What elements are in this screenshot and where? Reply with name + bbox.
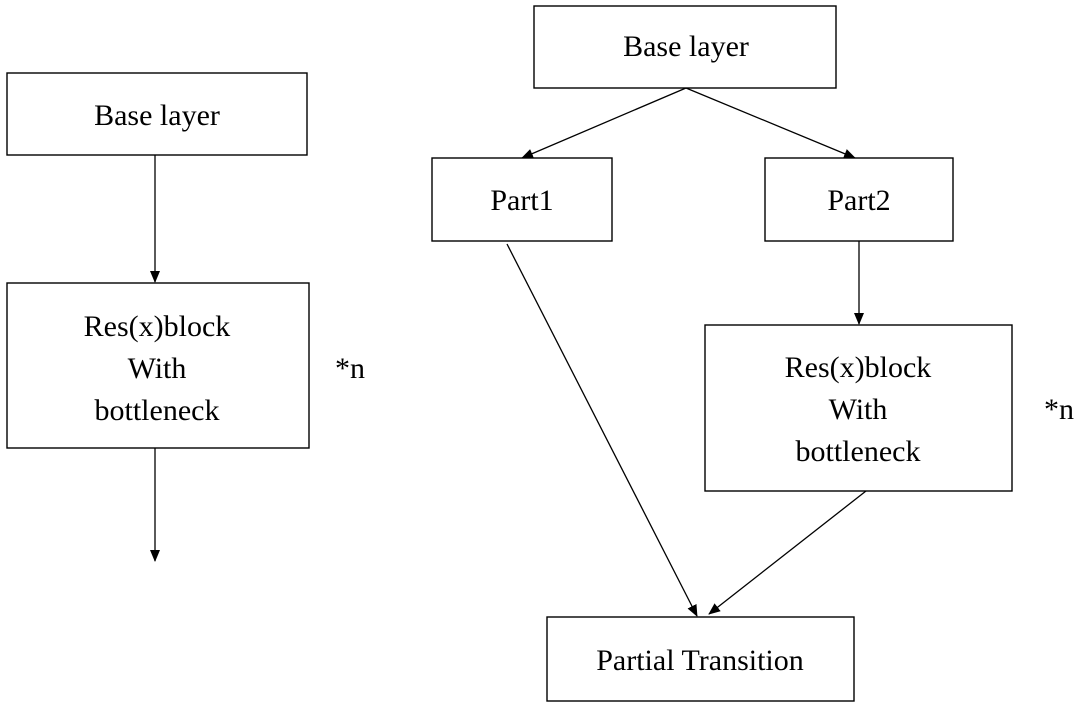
right-arrow-base-to-part1 bbox=[521, 87, 687, 159]
part2-label: Part2 bbox=[827, 184, 890, 217]
part2-node: Part2 bbox=[764, 157, 954, 242]
right-arrow-base-to-part2 bbox=[685, 87, 856, 159]
part1-node: Part1 bbox=[431, 157, 613, 242]
right-resblock-line-2: With bbox=[829, 393, 888, 426]
left-base-layer-label: Base layer bbox=[94, 99, 220, 132]
right-repeat-label: *n bbox=[1044, 393, 1074, 426]
left-resblock-node: Res(x)block With bottleneck bbox=[6, 282, 310, 449]
right-base-layer-node: Base layer bbox=[533, 5, 837, 89]
left-resblock-line-1: Res(x)block bbox=[84, 310, 231, 343]
right-arrow-resblock-to-transition bbox=[708, 490, 867, 615]
left-resblock-line-2: With bbox=[128, 352, 187, 385]
right-resblock-line-3: bottleneck bbox=[796, 435, 921, 468]
right-resblock-line-1: Res(x)block bbox=[785, 351, 932, 384]
right-diagram: Base layer Part1 Part2 Res(x)block With … bbox=[431, 5, 1074, 702]
right-base-layer-label: Base layer bbox=[623, 30, 749, 63]
right-arrow-part1-to-transition bbox=[506, 243, 698, 617]
partial-transition-node: Partial Transition bbox=[546, 616, 855, 702]
partial-transition-label: Partial Transition bbox=[596, 644, 804, 677]
right-resblock-node: Res(x)block With bottleneck bbox=[704, 324, 1013, 492]
left-diagram: Base layer Res(x)block With bottleneck *… bbox=[6, 72, 365, 562]
left-resblock-line-3: bottleneck bbox=[95, 394, 220, 427]
part1-label: Part1 bbox=[490, 184, 553, 217]
left-repeat-label: *n bbox=[335, 352, 365, 385]
left-base-layer-node: Base layer bbox=[6, 72, 308, 156]
